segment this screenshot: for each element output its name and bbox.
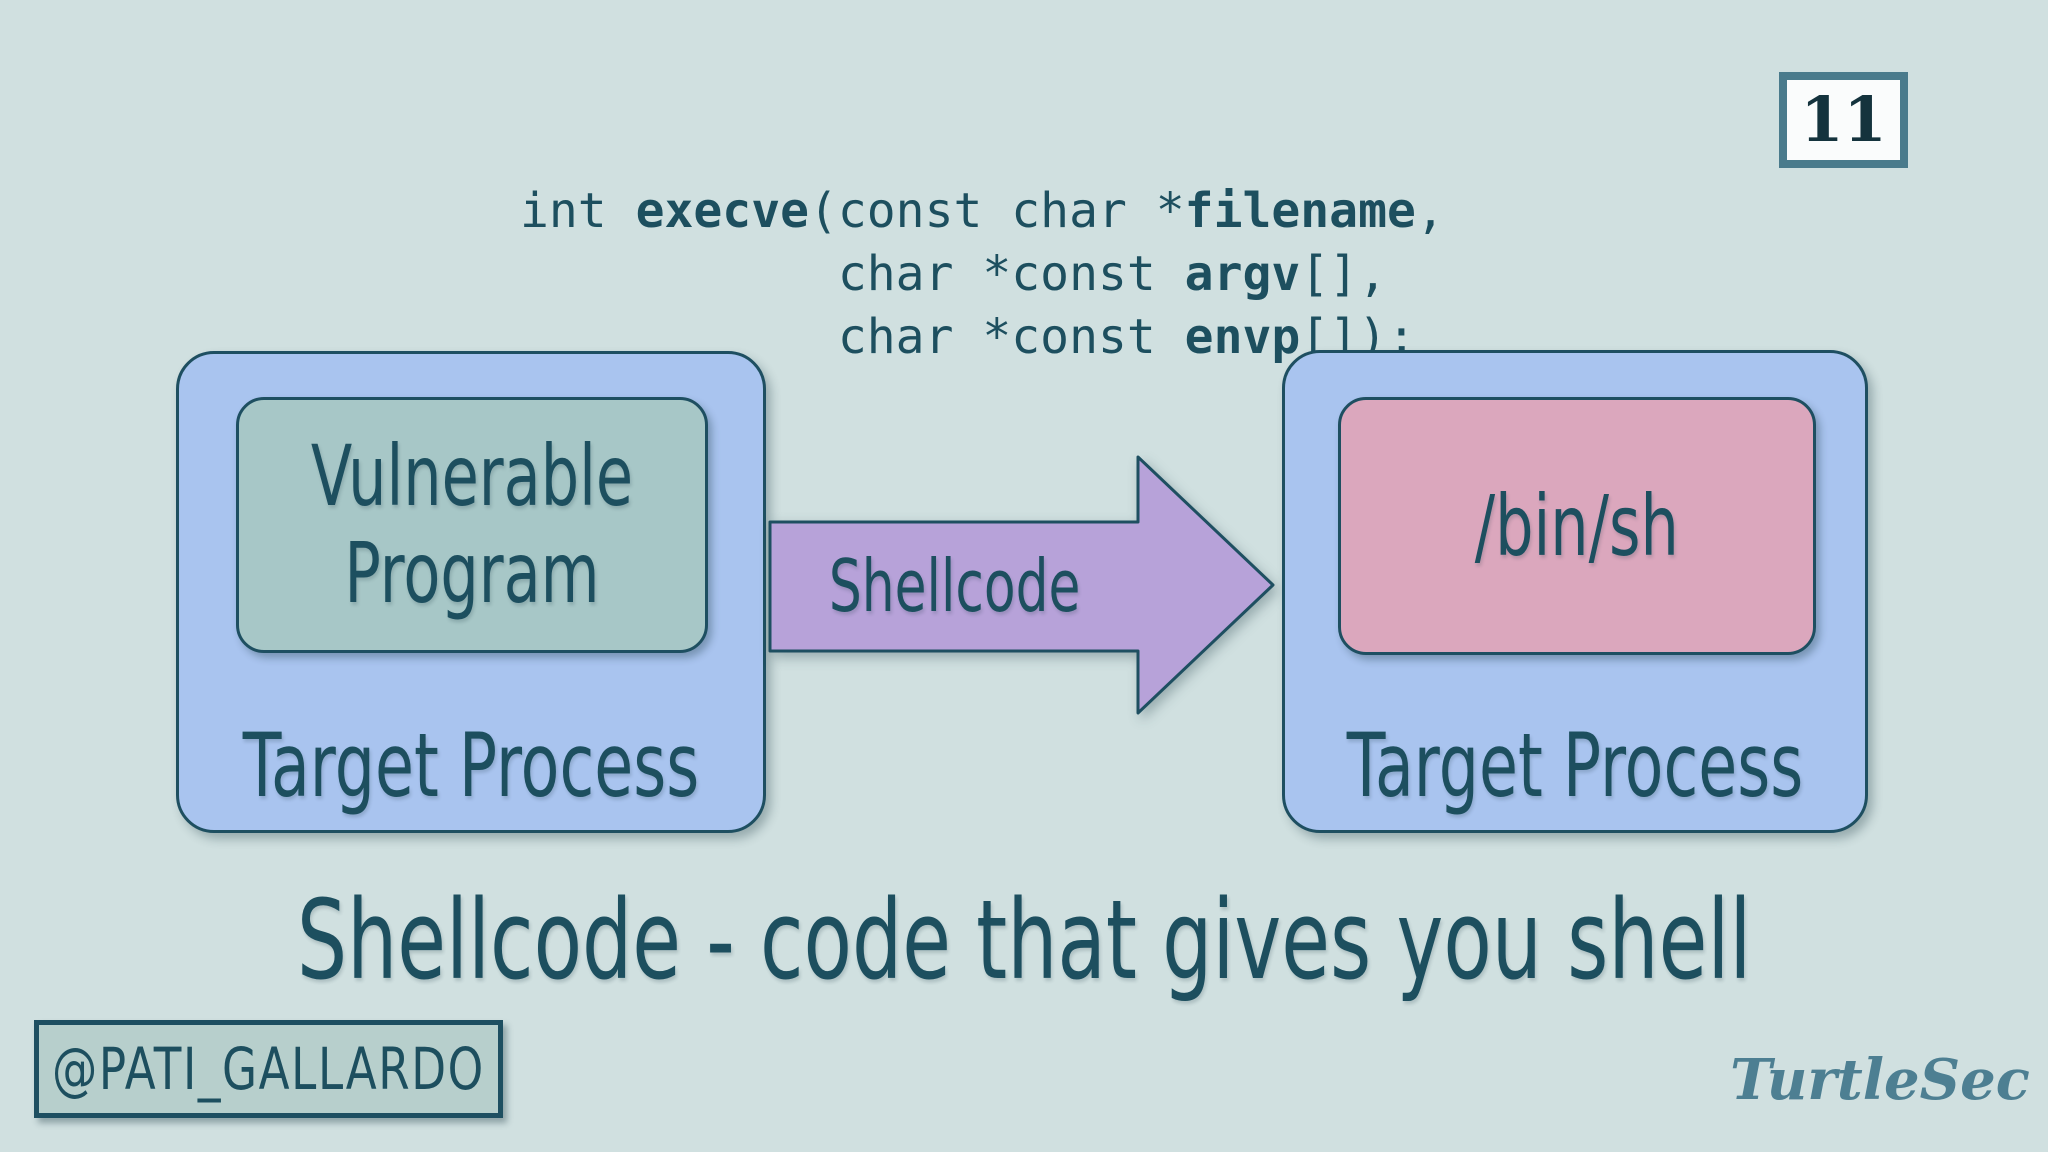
page-number: 11 (1800, 83, 1887, 156)
shellcode-arrow-label: Shellcode (829, 544, 1081, 628)
shellcode-arrow (768, 455, 1275, 715)
code-snippet: int execve(const char *filename, char *c… (520, 183, 1445, 365)
twitter-handle-badge: @PATI_GALLARDO (34, 1020, 503, 1118)
bin-sh-label: /bin/sh (1474, 477, 1680, 575)
target-process-label-left: Target Process (242, 713, 700, 817)
page-number-badge: 11 (1779, 72, 1908, 168)
vulnerable-program-label: Vulnerable Program (310, 426, 634, 622)
twitter-handle: @PATI_GALLARDO (52, 1035, 485, 1103)
bin-sh-box: /bin/sh (1338, 397, 1816, 655)
vulnerable-program-box: Vulnerable Program (236, 397, 708, 653)
arrow-shape (768, 455, 1275, 715)
slide-title: Shellcode - code that gives you shell (296, 876, 1752, 1004)
target-process-label-right: Target Process (1346, 713, 1804, 817)
turtlesec-logo: TurtleSec (1730, 1047, 2030, 1113)
